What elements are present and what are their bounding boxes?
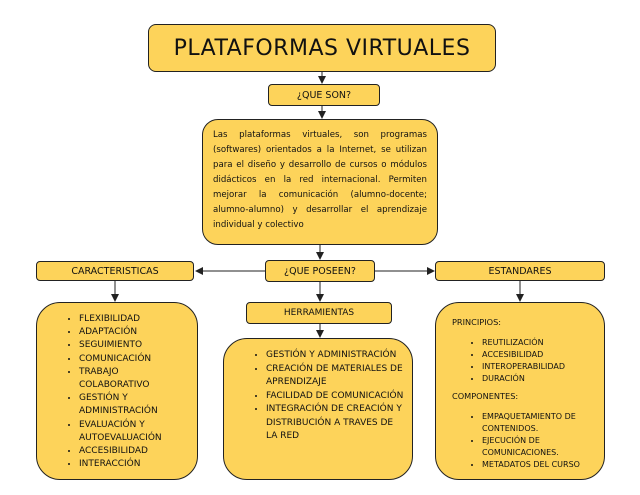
list-item: COMUNICACIÓN — [79, 353, 191, 366]
tools-box: HERRAMIENTAS — [246, 302, 392, 324]
characteristics-list: FLEXIBILIDAD ADAPTACIÓN SEGUIMIENTO COMU… — [43, 313, 191, 471]
list-item: ACCESIBILIDAD — [79, 445, 191, 458]
list-item: ACCESIBILIDAD — [482, 349, 598, 361]
list-item: GESTIÓN Y ADMINISTRACIÓN — [79, 392, 191, 418]
list-item: INTEROPERABILIDAD — [482, 361, 598, 373]
principles-list: REUTILIZACIÓN ACCESIBILIDAD INTEROPERABI… — [442, 337, 598, 385]
list-item: INTERACCIÓN — [79, 458, 191, 471]
list-item: CREACIÓN DE MATERIALES DE APRENDIZAJE — [266, 363, 406, 390]
standards-box: ESTANDARES — [435, 261, 605, 281]
tools-list: GESTIÓN Y ADMINISTRACIÓN CREACIÓN DE MAT… — [230, 349, 406, 444]
list-item: REUTILIZACIÓN — [482, 337, 598, 349]
diagram-title: PLATAFORMAS VIRTUALES — [148, 24, 496, 72]
list-item: GESTIÓN Y ADMINISTRACIÓN — [266, 349, 406, 363]
components-list: EMPAQUETAMIENTO DE CONTENIDOS. EJECUCIÓN… — [442, 411, 598, 471]
list-item: ADAPTACIÓN — [79, 326, 191, 339]
list-item: EMPAQUETAMIENTO DE CONTENIDOS. — [482, 411, 598, 435]
list-item: FLEXIBILIDAD — [79, 313, 191, 326]
question-what-box: ¿QUE SON? — [268, 84, 380, 106]
components-heading: COMPONENTES: — [452, 391, 519, 401]
question-have-box: ¿QUE POSEEN? — [265, 260, 375, 282]
characteristics-box: CARACTERISTICAS — [36, 261, 194, 281]
characteristics-list-box: FLEXIBILIDAD ADAPTACIÓN SEGUIMIENTO COMU… — [36, 302, 198, 480]
list-item: EJECUCIÓN DE COMUNICACIONES. — [482, 435, 598, 459]
list-item: FACILIDAD DE COMUNICACIÓN — [266, 390, 406, 404]
description-box: Las plataformas virtuales, son programas… — [202, 119, 438, 245]
list-item: INTEGRACIÓN DE CREACIÓN Y DISTRIBUCIÓN A… — [266, 403, 406, 444]
tools-list-box: GESTIÓN Y ADMINISTRACIÓN CREACIÓN DE MAT… — [223, 338, 413, 480]
list-item: SEGUIMIENTO — [79, 339, 191, 352]
list-item: METADATOS DEL CURSO — [482, 459, 598, 471]
standards-list-box: PRINCIPIOS: REUTILIZACIÓN ACCESIBILIDAD … — [435, 302, 605, 480]
principles-heading: PRINCIPIOS: — [452, 317, 502, 327]
list-item: DURACIÓN — [482, 373, 598, 385]
list-item: TRABAJO COLABORATIVO — [79, 366, 191, 392]
list-item: EVALUACIÓN Y AUTOEVALUACIÓN — [79, 419, 191, 445]
